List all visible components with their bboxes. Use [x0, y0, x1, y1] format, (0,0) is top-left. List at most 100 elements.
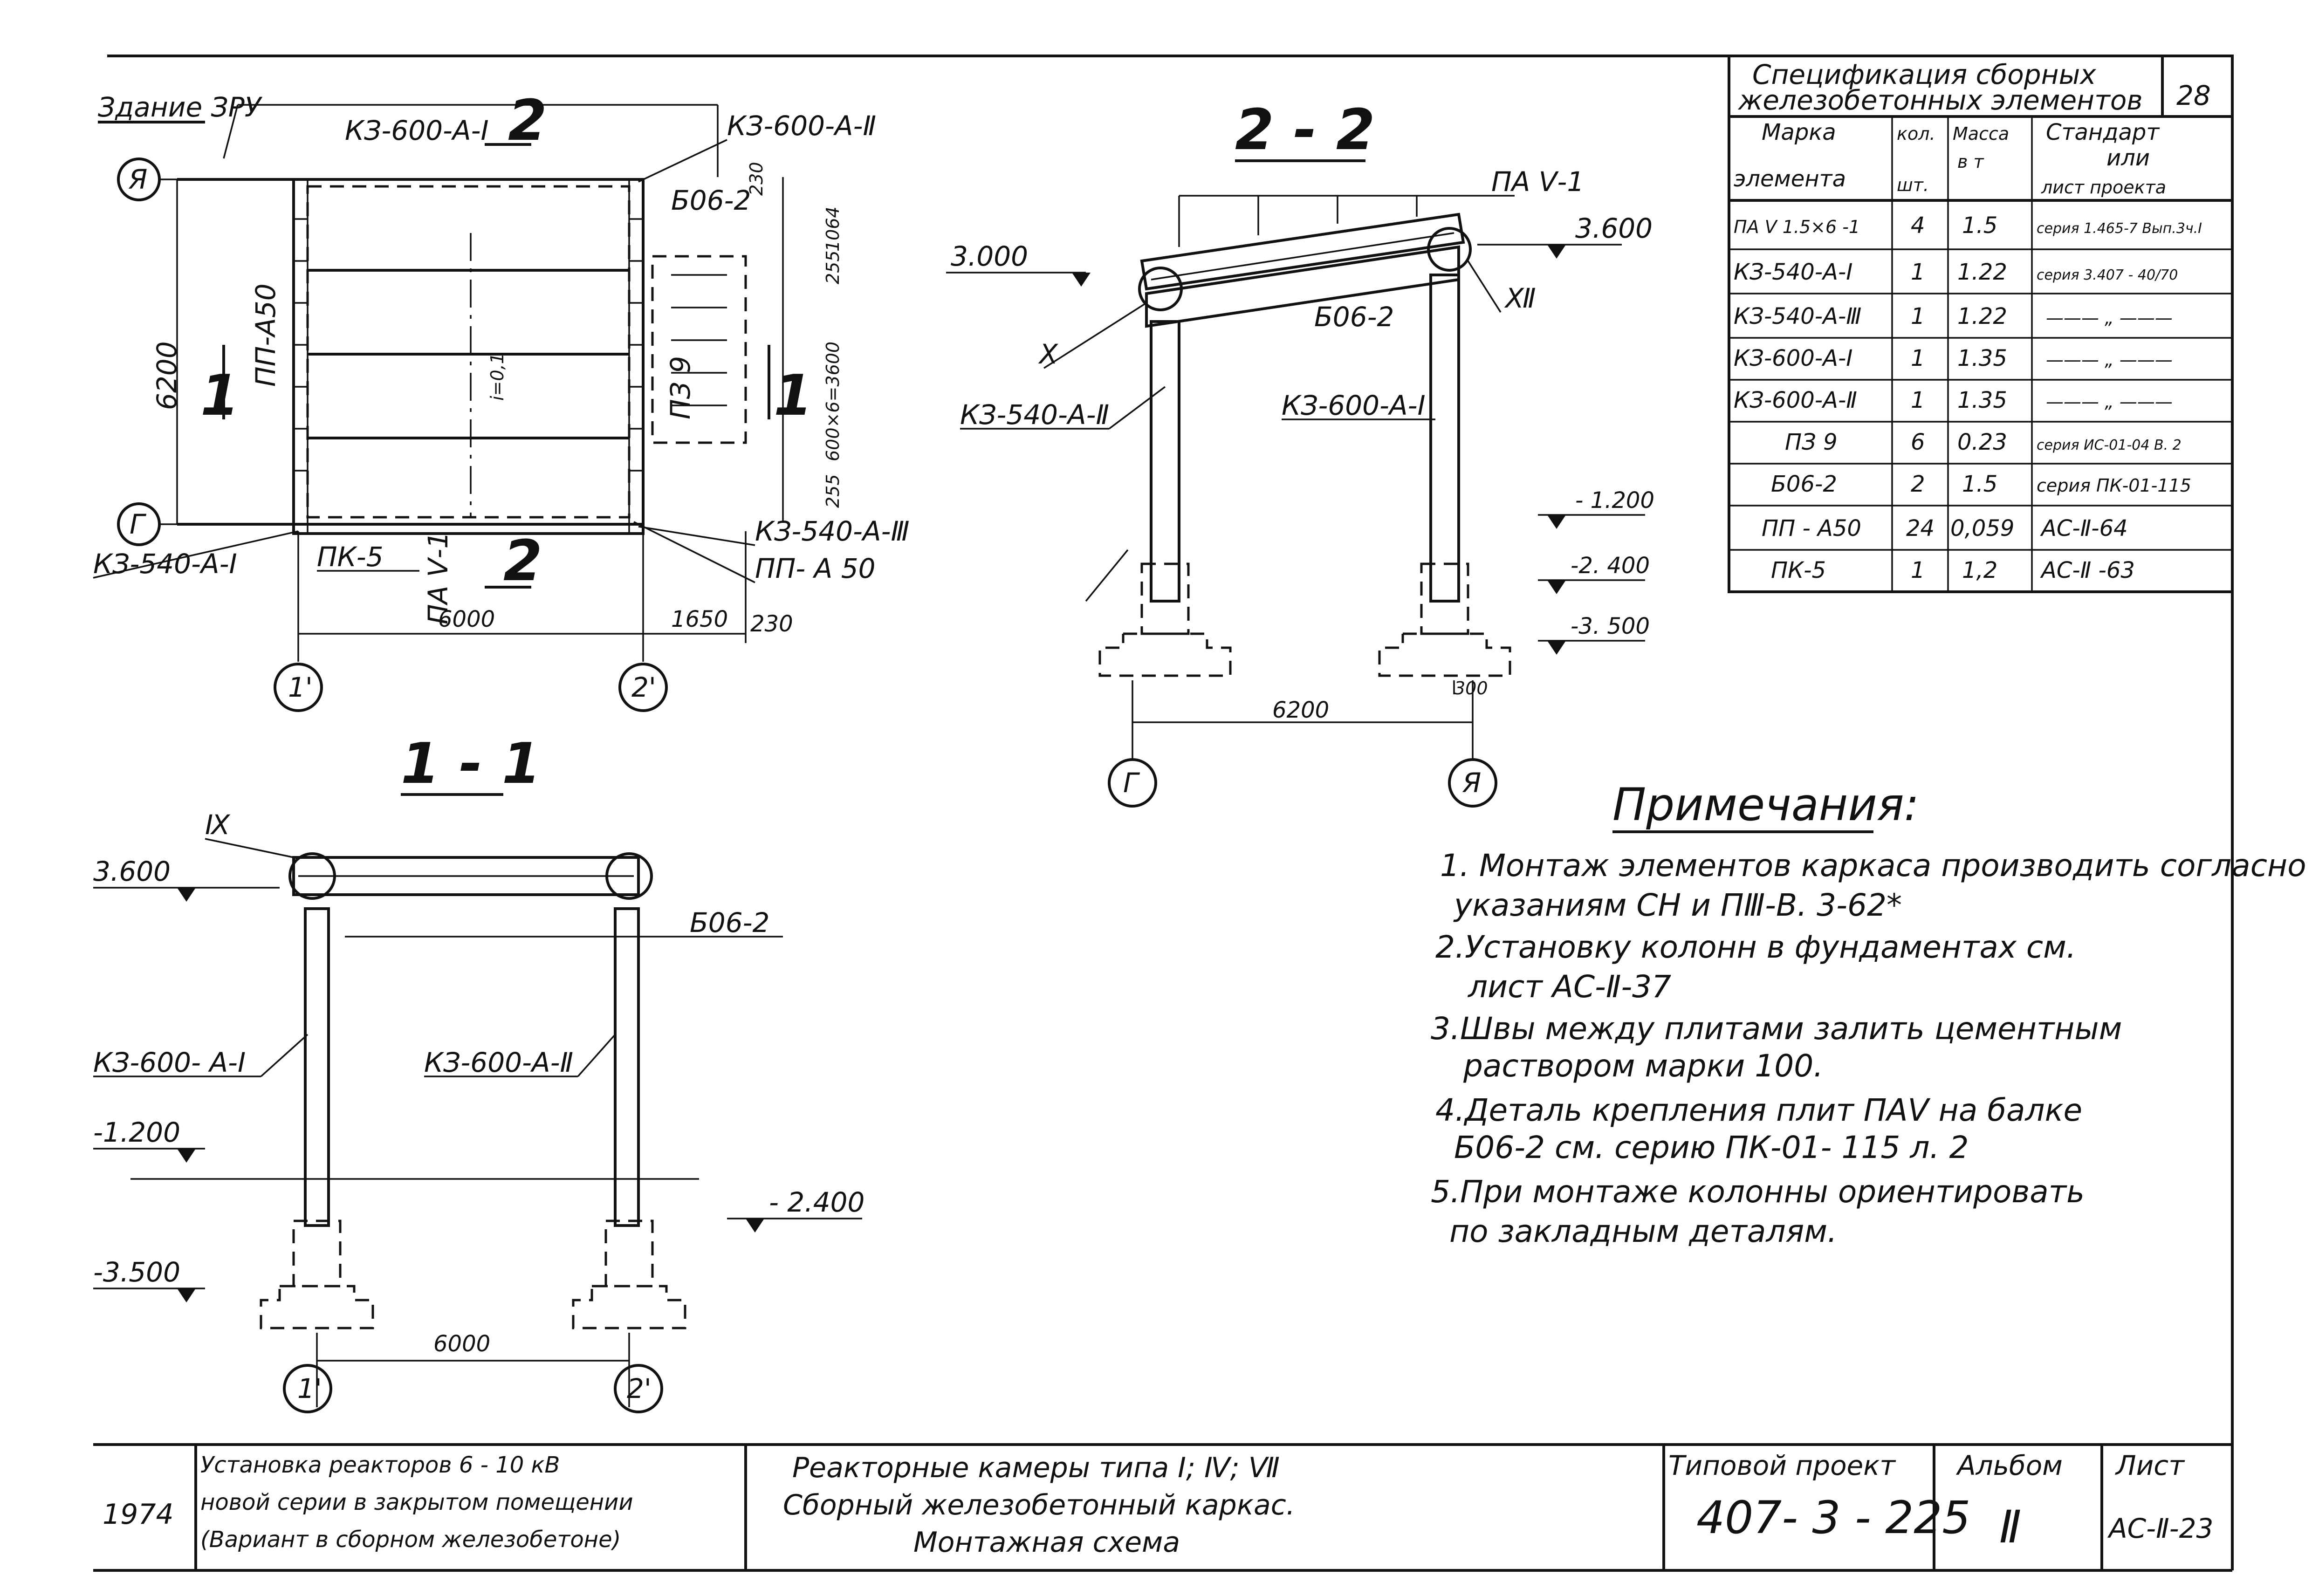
spec-cell-mass: 1.5 — [1962, 212, 1997, 239]
tb-desc-3: (Вариант в сборном железобетоне) — [200, 1527, 621, 1553]
spec-row: Б06-2 2 1.5 серия ПК-01-115 — [1771, 471, 2191, 497]
kz600-a1-top-label: КЗ-600-А-Ⅰ — [345, 115, 489, 146]
spec-row: ПП - А50 24 0,059 АС-Ⅱ-64 — [1762, 515, 2128, 541]
kz600-a2-s11-label: КЗ-600-А-Ⅱ — [424, 1047, 573, 1078]
level-m2400-s11: - 2.400 — [769, 1186, 864, 1218]
svg-text:2': 2' — [631, 671, 656, 703]
spec-row: ПК-5 1 1,2 АС-Ⅱ -63 — [1771, 557, 2135, 583]
plan-view: Здание ЗРУ — [93, 89, 910, 712]
spec-cell-qty: 1 — [1911, 303, 1925, 329]
pk5-label: ПК-5 — [317, 541, 384, 573]
dim-6200-plan: 6200 — [151, 341, 183, 410]
dim-230: 230 — [750, 611, 793, 637]
spec-cell-std: серия 3.407 - 40/70 — [2037, 267, 2178, 283]
axis-marker-2-s11: 2' — [614, 1364, 663, 1413]
spec-header-qty-1: кол. — [1897, 123, 1935, 144]
spec-header-qty-2: шт. — [1897, 175, 1929, 195]
spec-cell-mark: ПК-5 — [1771, 557, 1826, 583]
level-m1200-s11: -1.200 — [93, 1117, 180, 1148]
spec-cell-mark: КЗ-600-А-Ⅱ — [1734, 387, 1857, 413]
note-line: 3.Швы между плитами залить цементным — [1431, 1011, 2122, 1047]
level-3000-s22: 3.000 — [951, 240, 1028, 272]
spec-cell-mass: 1,2 — [1962, 557, 1997, 583]
tb-year: 1974 — [103, 1498, 174, 1531]
dim-230-top: 230 — [746, 162, 767, 196]
spec-title-1: Спецификация сборных — [1752, 59, 2096, 90]
tb-main-2: Сборный железобетонный каркас. — [783, 1489, 1295, 1521]
spec-row: ПЗ 9 6 0.23 серия ИС-01-04 В. 2 — [1785, 429, 2182, 455]
note-item: 5.При монтаже колонны ориентировать по з… — [1431, 1174, 2085, 1249]
dim-1650: 1650 — [671, 606, 728, 632]
tb-desc-1: Установка реакторов 6 - 10 кВ — [200, 1452, 560, 1478]
axis-marker-ya-s22: Я — [1448, 758, 1497, 808]
axis-marker-1-s11: 1' — [283, 1364, 332, 1413]
b06-2-s11-label: Б06-2 — [690, 907, 769, 938]
tb-main-1: Реакторные камеры типа Ⅰ; Ⅳ; Ⅶ — [792, 1452, 1280, 1484]
pp-a50-ticks-left — [294, 218, 643, 472]
section-1-1: 1 - 1 6000 1' 2' Ⅸ 3.600 Б06-2 КЗ-600- А… — [93, 732, 864, 1413]
dim-6000-s11: 6000 — [433, 1331, 490, 1357]
tb-main-3: Монтажная схема — [913, 1526, 1180, 1559]
dim-6200-s22: 6200 — [1272, 697, 1329, 723]
svg-text:Я: Я — [1462, 767, 1481, 799]
spec-cell-qty: 1 — [1911, 259, 1925, 285]
svg-text:Я: Я — [128, 164, 147, 195]
svg-text:1': 1' — [288, 671, 313, 703]
spec-cell-std: ——— „ ——— — [2046, 308, 2173, 328]
spec-cell-mass: 1.35 — [1957, 387, 2007, 413]
spec-row-lines — [1729, 248, 2232, 551]
level-m1200-s22: - 1.200 — [1575, 487, 1654, 514]
pa-v1-plan-label: ПА Ⅴ-1 — [422, 532, 454, 624]
axis-marker-ya: Я — [117, 158, 161, 201]
note-item: 4.Деталь крепления плит ПАⅤ на балке Б06… — [1435, 1092, 2082, 1165]
kz600-a1-s22-label: КЗ-600-А-Ⅰ — [1282, 390, 1426, 421]
spec-cell-mass: 0,059 — [1950, 515, 2014, 541]
pa-v1-s22-label: ПА Ⅴ-1 — [1491, 166, 1584, 198]
spec-cell-mass: 1.35 — [1957, 345, 2007, 371]
tb-sheet-label: Лист — [2115, 1450, 2185, 1481]
axis-marker-g-s22: Г — [1108, 758, 1157, 808]
spec-row: КЗ-540-А-Ⅰ 1 1.22 серия 3.407 - 40/70 — [1734, 259, 2178, 285]
spec-row: КЗ-600-А-Ⅰ 1 1.35 ——— „ ——— — [1734, 345, 2173, 371]
kz600-a2-label: КЗ-600-А-Ⅱ — [727, 110, 876, 142]
tb-project-label: Типовой проект — [1668, 1450, 1896, 1481]
spec-header-mark-1: Марка — [1762, 119, 1836, 145]
level-3600-s11: 3.600 — [93, 856, 171, 887]
cut-1-right: 1 — [774, 363, 813, 428]
spec-row: ПА Ⅴ 1.5×6 -1 4 1.5 серия 1.465-7 Вып.3ч… — [1734, 212, 2202, 239]
kz540-a2-label: КЗ-540-А-Ⅱ — [960, 399, 1109, 431]
level-m3500-s22: -3. 500 — [1571, 613, 1650, 639]
cut-1-left: 1 — [200, 363, 240, 428]
note-item: 2.Установку колонн в фундаментах см. лис… — [1435, 929, 2076, 1005]
dim-300-s22: 300 — [1454, 678, 1488, 699]
pp-a50-left-label: ПП-А50 — [250, 283, 281, 387]
node-xii-s22: Ⅻ — [1504, 282, 1536, 314]
spec-cell-mark: ПЗ 9 — [1785, 429, 1838, 455]
spec-cell-qty: 2 — [1911, 471, 1925, 497]
dim-6000-plan: 6000 — [438, 606, 495, 632]
spec-cell-mark: ПА Ⅴ 1.5×6 -1 — [1734, 217, 1860, 237]
dim-255-bot: 255 — [823, 474, 843, 508]
cut-2-top: 2 — [508, 89, 547, 153]
spec-header-mass-1: Масса — [1953, 123, 2009, 144]
spec-title-2: железобетонных элементов — [1737, 84, 2143, 116]
dim-1064: 1064 — [823, 206, 843, 252]
spec-sheet-no: 28 — [2176, 80, 2211, 111]
tb-album-label: Альбом — [1955, 1450, 2063, 1481]
tb-sheet-no: АС-Ⅱ-23 — [2107, 1513, 2213, 1544]
spec-cell-std: ——— „ ——— — [2046, 349, 2173, 370]
axis-marker-2: 2' — [618, 663, 668, 712]
svg-text:2': 2' — [627, 1373, 652, 1404]
spec-cell-mark: ПП - А50 — [1762, 515, 1861, 541]
note-item: 1. Монтаж элементов каркаса производить … — [1440, 848, 2306, 923]
spec-cell-qty: 1 — [1911, 557, 1925, 583]
kz600-a1-s11-label: КЗ-600- А-Ⅰ — [93, 1047, 246, 1078]
note-line: 1. Монтаж элементов каркаса производить … — [1440, 848, 2306, 884]
spec-cell-mark: КЗ-540-А-Ⅲ — [1734, 303, 1861, 329]
spec-cell-mass: 1.5 — [1962, 471, 1997, 497]
spec-cell-qty: 1 — [1911, 387, 1925, 413]
spec-cell-qty: 6 — [1911, 429, 1925, 455]
spec-cell-std: ——— „ ——— — [2046, 391, 2173, 412]
note-line: указаниям СН и ПⅢ-В. 3-62* — [1453, 887, 1902, 923]
